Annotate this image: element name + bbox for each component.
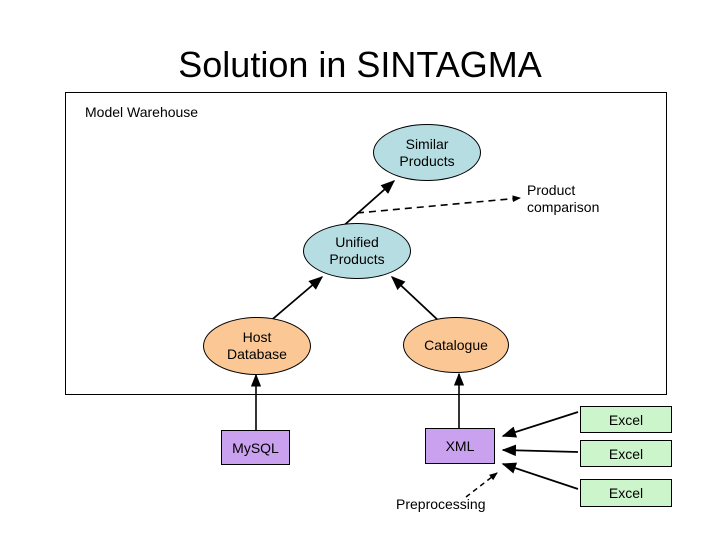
model-warehouse-label: Model Warehouse [85, 104, 199, 120]
node-host-database[interactable]: Host Database [203, 317, 311, 375]
node-excel-2-label: Excel [608, 445, 644, 462]
node-similar-products-line2: Products [399, 152, 455, 169]
node-mysql-label: MySQL [232, 439, 279, 456]
node-similar-products[interactable]: Similar Products [373, 124, 481, 181]
node-mysql[interactable]: MySQL [221, 430, 290, 465]
node-catalogue[interactable]: Catalogue [403, 317, 509, 373]
node-similar-products-line1: Similar [405, 135, 449, 152]
node-excel-1-label: Excel [608, 411, 644, 428]
annotation-preprocessing: Preprocessing [396, 496, 486, 512]
node-xml-label: XML [445, 438, 475, 454]
node-excel-2[interactable]: Excel [580, 440, 672, 467]
node-unified-products-line2: Products [329, 251, 385, 267]
node-excel-1[interactable]: Excel [580, 406, 672, 433]
node-unified-products-line1: Unified [335, 234, 379, 250]
arrow-excel3-to-xml [501, 462, 579, 490]
node-excel-3[interactable]: Excel [580, 479, 672, 507]
node-excel-3-label: Excel [608, 485, 644, 501]
node-host-database-line1: Host [242, 329, 272, 345]
arrow-preprocessing-to-xml-dashed [465, 472, 498, 498]
model-warehouse-frame [65, 92, 667, 395]
node-xml[interactable]: XML [425, 428, 495, 464]
annotation-product-comparison: Product comparison [527, 182, 600, 215]
node-host-database-line2: Database [227, 346, 287, 362]
arrow-excel2-to-xml [501, 444, 579, 457]
arrow-excel1-to-xml [501, 411, 579, 438]
page-title: Solution in SINTAGMA [178, 44, 542, 85]
node-catalogue-line1: Catalogue [424, 336, 488, 353]
node-unified-products[interactable]: Unified Products [303, 223, 411, 279]
